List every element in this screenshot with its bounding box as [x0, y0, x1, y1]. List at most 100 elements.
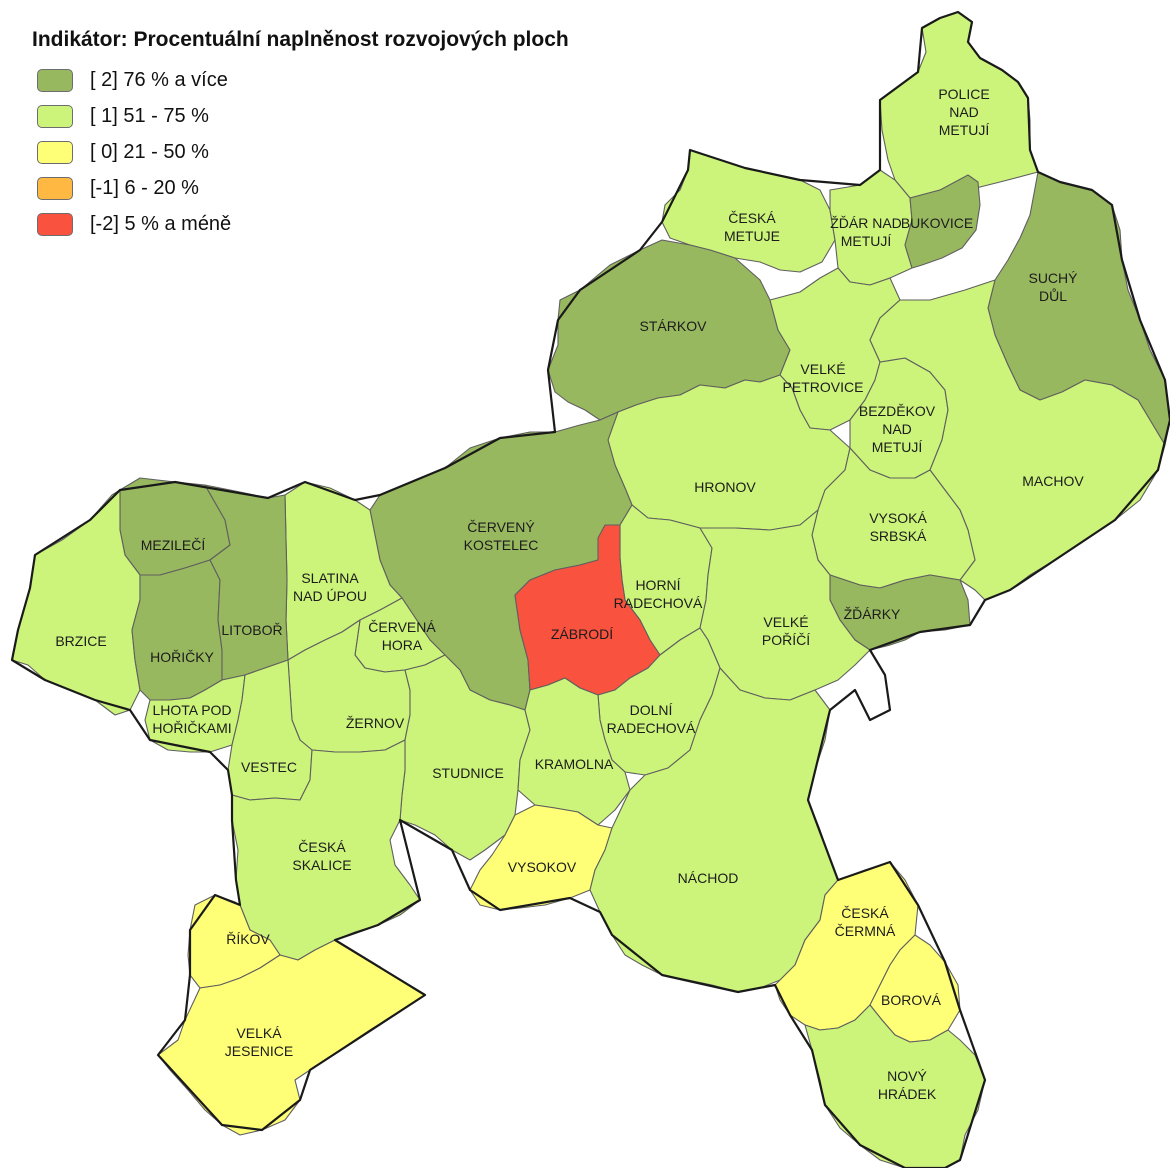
map-label-starkov: STÁRKOV — [640, 318, 708, 334]
region-bukovice[interactable] — [904, 174, 981, 269]
map-label-line: ČESKÁ — [841, 905, 889, 921]
legend-label: [ 2] 76 % a více — [90, 68, 228, 91]
map-label-line: METUJÍ — [872, 439, 923, 455]
map-label-line: NAD — [882, 421, 912, 437]
map-label-line: HRONOV — [694, 479, 756, 495]
map-label-group: ŽĎÁRKY — [844, 606, 901, 622]
map-label-line: ZÁBRODÍ — [551, 626, 613, 642]
map-label-horni-radechova: HORNÍ RADECHOVÁ — [614, 577, 703, 611]
legend-item: [-1] 6 - 20 % — [32, 170, 569, 206]
map-label-line: DŮL — [1039, 287, 1067, 304]
map-label-line: HORNÍ — [635, 577, 680, 593]
map-label-line: RADECHOVÁ — [614, 595, 703, 611]
map-label-line: DOLNÍ — [630, 702, 673, 718]
map-label-line: METUJE — [724, 228, 780, 244]
map-label-line: METUJÍ — [939, 122, 990, 138]
map-label-hronov: HRONOV — [694, 479, 756, 495]
map-label-line: HOŘIČKY — [150, 649, 214, 665]
map-label-line: POŘÍČÍ — [762, 632, 810, 648]
map-label-line: HRÁDEK — [878, 1086, 937, 1102]
map-label-group: VYSOKOV — [508, 859, 577, 875]
map-label-studnice: STUDNICE — [432, 765, 504, 781]
map-label-line: RADECHOVÁ — [607, 720, 696, 736]
district-outline — [10, 10, 1170, 1168]
region-horicky[interactable] — [131, 559, 223, 701]
map-label-litobor: LITOBOŘ — [221, 622, 282, 638]
municipality-regions — [11, 11, 1170, 1168]
map-label-kramolna: KRAMOLNA — [535, 756, 614, 772]
legend-item: [-2] 5 % a méně — [32, 206, 569, 242]
map-label-line: HORA — [382, 637, 423, 653]
map-label-line: ČERVENÝ — [467, 519, 535, 535]
map-label-ceska-metuje: ČESKÁ METUJE — [724, 210, 780, 244]
region-kramolna[interactable] — [517, 677, 631, 826]
map-label-rikov: ŘÍKOV — [226, 931, 270, 947]
map-label-group: ČERVENÝ KOSTELEC — [464, 519, 539, 553]
map-label-nachod: NÁCHOD — [678, 870, 739, 886]
map-label-borova: BOROVÁ — [881, 992, 942, 1008]
map-label-group: VELKÁ JESENICE — [225, 1025, 293, 1059]
map-label-line: SLATINA — [301, 570, 359, 586]
map-label-line: KOSTELEC — [464, 537, 539, 553]
map-label-line: STÁRKOV — [640, 318, 708, 334]
map-label-line: VELKÁ — [236, 1025, 282, 1041]
map-label-dolni-radechova: DOLNÍ RADECHOVÁ — [607, 702, 696, 736]
map-label-line: PETROVICE — [783, 379, 864, 395]
map-label-horicky: HOŘIČKY — [150, 649, 214, 665]
map-label-group: KRAMOLNA — [535, 756, 614, 772]
legend-swatch — [37, 68, 73, 92]
map-label-line: JESENICE — [225, 1043, 293, 1059]
map-label-group: VESTEC — [241, 759, 297, 775]
legend-items: [ 2] 76 % a více [ 1] 51 - 75 % [ 0] 21 … — [32, 62, 569, 242]
legend: Indikátor: Procentuální naplněnost rozvo… — [32, 28, 569, 242]
map-label-line: NOVÝ — [887, 1068, 927, 1084]
map-label-zdarky: ŽĎÁRKY — [844, 606, 901, 622]
map-label-mezileci: MEZILEČÍ — [141, 537, 206, 553]
map-label-bukovice: BUKOVICE — [901, 215, 973, 231]
map-label-line: POLICE — [938, 86, 989, 102]
map-label-group: ČESKÁ ČERMNÁ — [835, 905, 896, 939]
legend-swatch — [37, 176, 73, 200]
map-label-cerveny-kostelec: ČERVENÝ KOSTELEC — [464, 519, 539, 553]
map-label-velka-jesenice: VELKÁ JESENICE — [225, 1025, 293, 1059]
map-label-line: ČERMNÁ — [835, 923, 896, 939]
map-label-group: BRZICE — [55, 633, 106, 649]
map-label-machov: MACHOV — [1022, 473, 1084, 489]
map-label-line: MACHOV — [1022, 473, 1084, 489]
map-label-group: BOROVÁ — [881, 992, 942, 1008]
map-label-vysokov: VYSOKOV — [508, 859, 577, 875]
map-label-group: MEZILEČÍ — [141, 537, 206, 553]
map-label-line: BEZDĚKOV — [859, 403, 936, 419]
legend-label: [ 1] 51 - 75 % — [90, 104, 209, 127]
legend-item: [ 0] 21 - 50 % — [32, 134, 569, 170]
map-label-group: DOLNÍ RADECHOVÁ — [607, 702, 696, 736]
map-label-zernov: ŽERNOV — [346, 715, 405, 731]
map-label-line: NÁCHOD — [678, 870, 739, 886]
map-label-zabrodi: ZÁBRODÍ — [551, 626, 613, 642]
region-velka-jesenice[interactable] — [157, 939, 426, 1136]
map-label-line: ČESKÁ — [728, 210, 776, 226]
legend-label: [-1] 6 - 20 % — [90, 176, 199, 199]
map-label-line: HOŘIČKAMI — [152, 720, 231, 736]
map-label-line: ŽĎÁRKY — [844, 606, 901, 622]
map-label-line: ŽĎÁR NAD — [830, 215, 902, 231]
map-label-group: BEZDĚKOV NAD METUJÍ — [859, 403, 936, 455]
map-label-group: MACHOV — [1022, 473, 1084, 489]
map-label-line: KRAMOLNA — [535, 756, 614, 772]
map-label-line: BOROVÁ — [881, 992, 942, 1008]
map-label-bezdekov: BEZDĚKOV NAD METUJÍ — [859, 403, 936, 455]
